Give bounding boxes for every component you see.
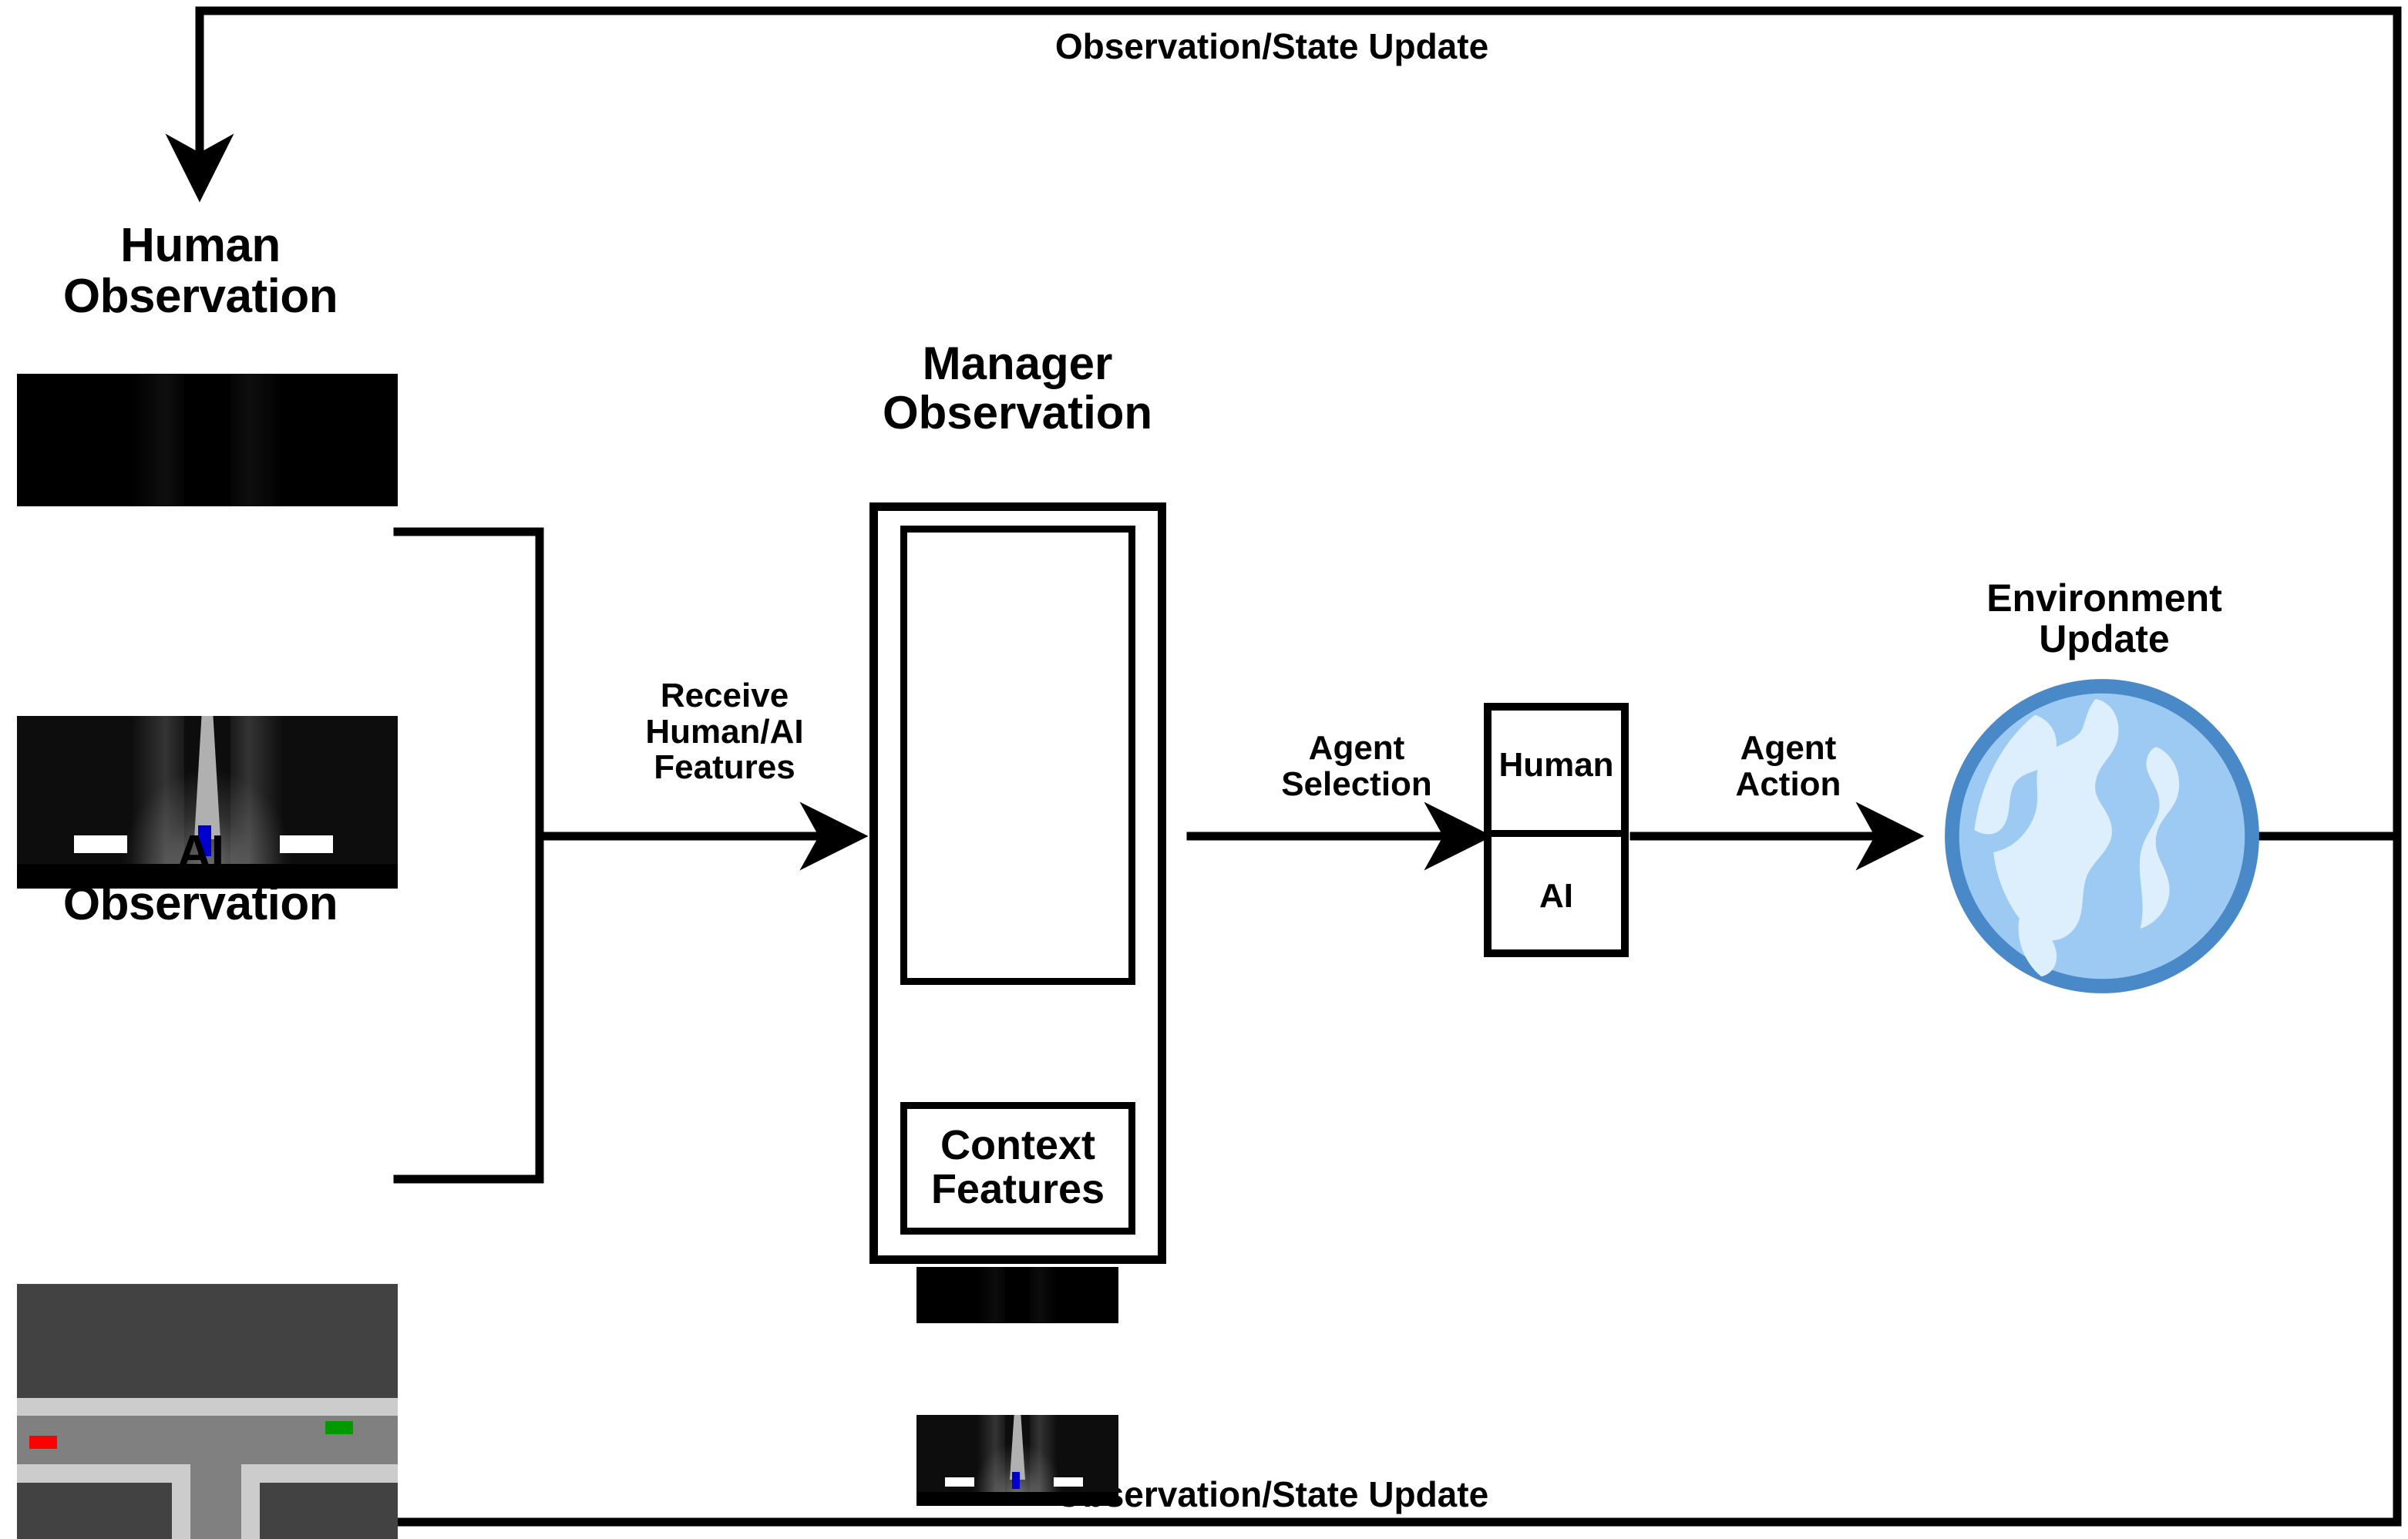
road-strip-mini bbox=[1010, 1415, 1025, 1480]
agent-action-label: Agent Action bbox=[1735, 729, 1841, 803]
observation-merge-bracket bbox=[393, 527, 869, 1184]
manager-panel-human-sky bbox=[916, 1267, 1118, 1323]
manager-observation-image-stack bbox=[900, 526, 1135, 985]
manager-observation-title: Manager Observation bbox=[882, 338, 1153, 439]
ego-vehicle-marker bbox=[197, 825, 211, 856]
agent-selection-label: Agent Selection bbox=[1281, 729, 1432, 803]
context-features-label: Context Features bbox=[930, 1122, 1105, 1213]
receive-features-label: Receive Human/AI Features bbox=[645, 677, 804, 787]
agent-selector-divider bbox=[1492, 830, 1621, 837]
sidewalk-corridor-left bbox=[172, 1464, 190, 1539]
sidewalk-north bbox=[17, 1398, 398, 1416]
loop-top-label: Observation/State Update bbox=[1054, 26, 1489, 66]
agent-selector[interactable] bbox=[1484, 703, 1629, 957]
sidewalk-south-right bbox=[241, 1464, 398, 1483]
building-north bbox=[17, 1284, 398, 1398]
sidewalk-corridor-right bbox=[241, 1464, 260, 1539]
globe-icon bbox=[1945, 679, 2259, 993]
ai-observation-title: AI Observation bbox=[62, 826, 338, 930]
building-southwest bbox=[17, 1483, 172, 1539]
ego-vehicle-marker-mini bbox=[1012, 1472, 1021, 1489]
environment-update-title: Environment Update bbox=[1986, 576, 2222, 660]
lane-marker-right-mini bbox=[1054, 1477, 1084, 1487]
human-observation-sky-panel bbox=[17, 374, 398, 506]
ai-observation-topdown-panel bbox=[17, 1284, 398, 1539]
human-observation-road-panel bbox=[17, 716, 398, 889]
human-observation-title: Human Observation bbox=[62, 219, 338, 323]
loop-bottom-label: Observation/State Update bbox=[1054, 1474, 1489, 1514]
environment-globe bbox=[1942, 677, 2262, 996]
loop-right-trunk bbox=[2254, 6, 2402, 1527]
agent-option-human[interactable]: Human bbox=[1498, 746, 1614, 784]
green-vehicle-marker bbox=[325, 1421, 353, 1434]
manager-panel-human-road bbox=[916, 1415, 1118, 1506]
agent-option-ai[interactable]: AI bbox=[1539, 877, 1573, 915]
loop-top-path bbox=[165, 6, 2402, 203]
lane-marker-right bbox=[279, 835, 333, 853]
lane-marker-left-mini bbox=[944, 1477, 974, 1487]
context-features-box[interactable] bbox=[900, 1102, 1135, 1235]
building-southeast bbox=[260, 1483, 398, 1539]
sidewalk-south-left bbox=[17, 1464, 190, 1483]
lane-marker-left bbox=[74, 835, 128, 853]
red-vehicle-marker bbox=[29, 1436, 57, 1449]
